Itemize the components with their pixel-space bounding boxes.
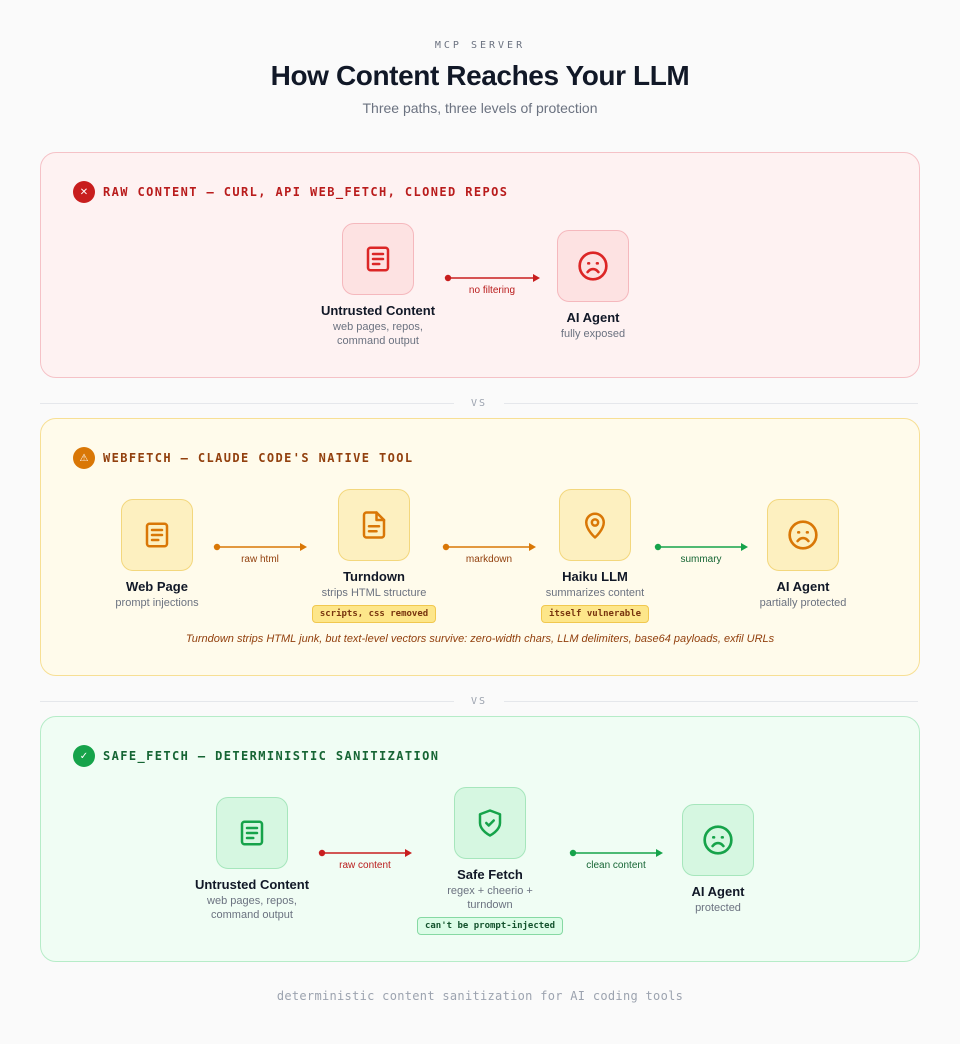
arrow-line xyxy=(569,849,663,857)
safe-fetch-node: Safe Fetch regex + cheerio + turndown ca… xyxy=(405,787,575,935)
safe-panel-header: ✓ SAFE_FETCH — DETERMINISTIC SANITIZATIO… xyxy=(73,745,439,767)
page-subtitle: Three paths, three levels of protection xyxy=(362,100,598,116)
safe-fetch-panel: ✓ SAFE_FETCH — DETERMINISTIC SANITIZATIO… xyxy=(40,716,920,962)
success-pill: can't be prompt-injected xyxy=(416,917,564,935)
map-pin-icon xyxy=(559,489,631,561)
arrow-label: clean content xyxy=(586,860,646,871)
arrow-line xyxy=(654,543,748,551)
raw-arrow-no-filtering: no filtering xyxy=(444,273,540,303)
node-subtitle: prompt injections xyxy=(115,597,199,609)
vs-divider: VS xyxy=(40,397,918,409)
arrow-raw-content: raw content xyxy=(318,848,412,878)
warning-pill: scripts, css removed xyxy=(311,605,437,623)
frown-face-icon xyxy=(767,499,839,571)
safe-untrusted-content-node: Untrusted Content web pages, repos, comm… xyxy=(167,797,337,922)
webfetch-footnote: Turndown strips HTML junk, but text-leve… xyxy=(185,633,775,645)
vs-label: VS xyxy=(470,695,488,707)
frown-face-icon xyxy=(557,230,629,302)
arrow-summary: summary xyxy=(654,542,748,572)
webfetch-ai-agent-node: AI Agent partially protected xyxy=(718,499,888,610)
raw-content-panel: ✕ RAW CONTENT — CURL, API WEB_FETCH, CLO… xyxy=(40,152,920,378)
check-icon: ✓ xyxy=(73,745,95,767)
raw-panel-header: ✕ RAW CONTENT — CURL, API WEB_FETCH, CLO… xyxy=(73,181,508,203)
node-title: Web Page xyxy=(126,579,188,594)
page-title: How Content Reaches Your LLM xyxy=(270,60,690,91)
warning-pill: itself vulnerable xyxy=(540,605,650,623)
web-page-node: Web Page prompt injections xyxy=(72,499,242,610)
webfetch-panel-header: ⚠ WEBFETCH — CLAUDE CODE'S NATIVE TOOL xyxy=(73,447,414,469)
node-subtitle: summarizes content xyxy=(545,587,645,599)
node-subtitle: strips HTML structure xyxy=(321,587,427,599)
raw-ai-agent-node: AI Agent fully exposed xyxy=(508,230,678,341)
raw-panel-title: RAW CONTENT — CURL, API WEB_FETCH, CLONE… xyxy=(103,185,509,199)
footer-tagline: deterministic content sanitization for A… xyxy=(276,989,684,1003)
node-title: AI Agent xyxy=(691,884,745,899)
node-subtitle: web pages, repos, command output xyxy=(333,321,423,347)
arrow-label: summary xyxy=(680,554,722,565)
arrow-line xyxy=(213,543,307,551)
node-subtitle: protected xyxy=(695,902,741,914)
node-title: Haiku LLM xyxy=(562,569,628,584)
webfetch-panel-title: WEBFETCH — CLAUDE CODE'S NATIVE TOOL xyxy=(103,451,414,465)
node-title: Untrusted Content xyxy=(320,303,436,318)
node-title: AI Agent xyxy=(566,310,620,325)
node-title: Turndown xyxy=(343,569,405,584)
vs-divider: VS xyxy=(40,695,918,707)
node-title: Safe Fetch xyxy=(457,867,523,882)
x-icon: ✕ xyxy=(73,181,95,203)
arrow-clean-content: clean content xyxy=(569,848,663,878)
raw-untrusted-content-node: Untrusted Content web pages, repos, comm… xyxy=(293,223,463,348)
node-subtitle: web pages, repos, command output xyxy=(207,895,297,921)
arrow-markdown: markdown xyxy=(442,542,536,572)
arrow-label: no filtering xyxy=(468,285,516,296)
haiku-llm-node: Haiku LLM summarizes content itself vuln… xyxy=(510,489,680,623)
webfetch-panel: ⚠ WEBFETCH — CLAUDE CODE'S NATIVE TOOL W… xyxy=(40,418,920,676)
arrow-line xyxy=(318,849,412,857)
node-title: AI Agent xyxy=(776,579,830,594)
arrow-raw-html: raw html xyxy=(213,542,307,572)
eyebrow-label: MCP SERVER xyxy=(434,40,526,51)
safe-panel-title: SAFE_FETCH — DETERMINISTIC SANITIZATION xyxy=(103,749,440,763)
arrow-label: raw content xyxy=(339,860,391,871)
arrow-line xyxy=(442,543,536,551)
warning-icon: ⚠ xyxy=(73,447,95,469)
shield-check-icon xyxy=(454,787,526,859)
arrow-label: markdown xyxy=(465,554,513,565)
file-icon xyxy=(338,489,410,561)
document-icon xyxy=(121,499,193,571)
arrow-line xyxy=(444,274,540,282)
vs-label: VS xyxy=(470,397,488,409)
arrow-label: raw html xyxy=(241,554,279,565)
document-icon xyxy=(342,223,414,295)
node-title: Untrusted Content xyxy=(194,877,310,892)
document-icon xyxy=(216,797,288,869)
turndown-node: Turndown strips HTML structure scripts, … xyxy=(289,489,459,623)
node-subtitle: regex + cheerio + turndown xyxy=(447,885,533,911)
safe-ai-agent-node: AI Agent protected xyxy=(633,804,803,915)
node-subtitle: partially protected xyxy=(759,597,847,609)
node-subtitle: fully exposed xyxy=(560,328,626,340)
frown-face-icon xyxy=(682,804,754,876)
